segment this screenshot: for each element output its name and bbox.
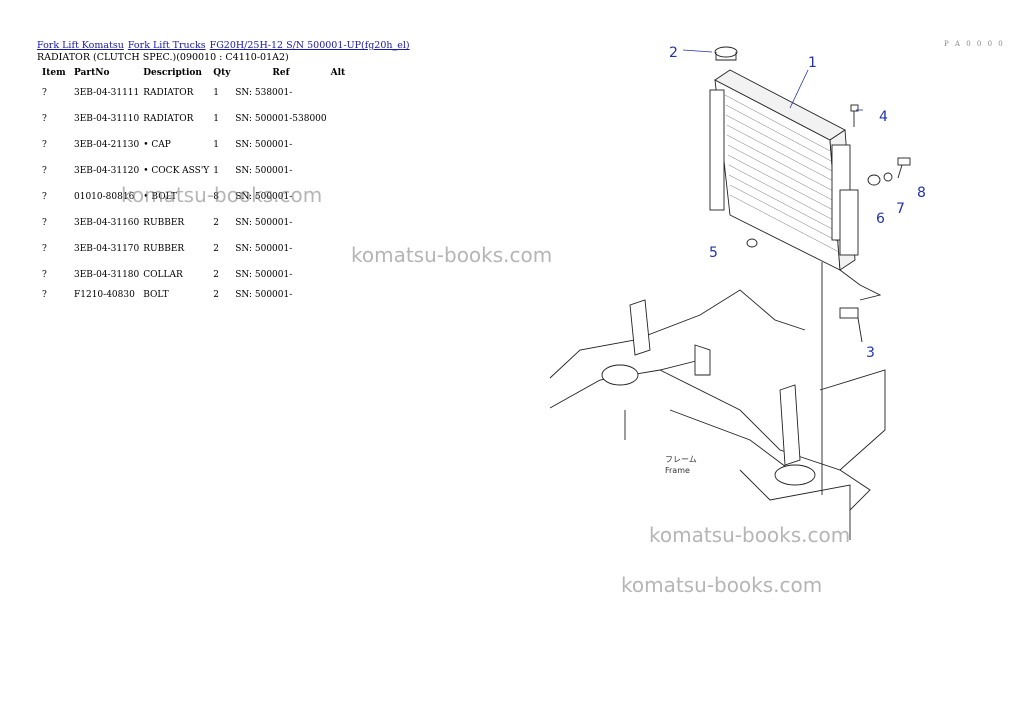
- cell-ref: SN: 500001-: [235, 270, 293, 280]
- cell-item: ?: [42, 270, 47, 280]
- cell-ref: SN: 500001-: [235, 218, 293, 228]
- callout-8: 8: [917, 185, 926, 201]
- cell-ref: SN: 500001-: [235, 244, 293, 254]
- table-row: ? 3EB-04-31111 RADIATOR 1 SN: 538001-: [37, 80, 347, 106]
- cell-qty: 1: [213, 140, 219, 150]
- parts-table: Item PartNo Description Qty Ref Alt ? 3E…: [37, 66, 347, 302]
- table-row: ? 3EB-04-21130 • CAP 1 SN: 500001-: [37, 132, 347, 158]
- parts-diagram: フレーム Frame 1 2 3 4 5 6 7 8: [549, 45, 926, 540]
- watermark: komatsu-books.com: [351, 243, 553, 267]
- cell-item: ?: [42, 166, 47, 176]
- cell-alt: [329, 106, 348, 132]
- page-subtitle: RADIATOR (CLUTCH SPEC.)(090010 : C4110-0…: [37, 52, 289, 63]
- table-row: ? 3EB-04-31170 RUBBER 2 SN: 500001-: [37, 236, 347, 262]
- cell-partno: 3EB-04-31180: [74, 270, 140, 280]
- cell-item: ?: [42, 244, 47, 254]
- cell-qty: 8: [213, 192, 219, 202]
- cell-alt: [329, 158, 348, 184]
- cap-drawing: [714, 46, 738, 61]
- cell-description: RUBBER: [143, 244, 185, 254]
- cell-qty: 1: [213, 166, 219, 176]
- callout-7: 7: [896, 201, 905, 217]
- cell-partno: 3EB-04-21130: [74, 140, 140, 150]
- watermark: komatsu-books.com: [621, 573, 823, 597]
- header-description: Description: [143, 68, 202, 78]
- cell-alt: [329, 210, 348, 236]
- cell-qty: 2: [213, 290, 219, 300]
- header-alt: Alt: [330, 68, 346, 78]
- cell-description: BOLT: [143, 290, 169, 300]
- cell-alt: [329, 132, 348, 158]
- table-row: ? 3EB-04-31110 RADIATOR 1 SN: 500001-538…: [37, 106, 347, 132]
- cell-qty: 2: [213, 218, 219, 228]
- watermark: komatsu-books.com: [649, 523, 851, 547]
- breadcrumb-link-model[interactable]: FG20H/25H-12 S/N 500001-UP(fg20h_el): [209, 40, 410, 51]
- cell-description: RUBBER: [143, 218, 185, 228]
- table-row: ? 01010-80816 • BOLT 8 SN: 500001-: [37, 184, 347, 210]
- header-qty: Qty: [213, 68, 231, 78]
- radiator-drawing: [709, 69, 859, 495]
- cell-alt: [329, 236, 348, 262]
- cell-item: ?: [42, 114, 47, 124]
- cell-ref: SN: 538001-: [235, 88, 293, 98]
- callout-6: 6: [876, 211, 885, 227]
- cell-partno: 3EB-04-31111: [74, 88, 140, 98]
- cell-alt: [329, 80, 348, 106]
- cell-qty: 1: [213, 114, 219, 124]
- table-row: ? 3EB-04-31160 RUBBER 2 SN: 500001-: [37, 210, 347, 236]
- cell-description: • COCK ASS'Y: [143, 166, 210, 176]
- callout-4: 4: [879, 109, 888, 125]
- cell-description: RADIATOR: [143, 88, 194, 98]
- cell-description: COLLAR: [143, 270, 183, 280]
- cell-item: ?: [42, 140, 47, 150]
- cell-alt: [329, 262, 348, 288]
- cell-ref: SN: 500001-: [235, 140, 293, 150]
- table-header-row: Item PartNo Description Qty Ref Alt: [37, 66, 347, 80]
- watermark: komatsu-books.com: [121, 183, 323, 207]
- cell-partno: 3EB-04-31160: [74, 218, 140, 228]
- callout-1: 1: [808, 55, 817, 71]
- breadcrumb-link-trucks[interactable]: Fork Lift Trucks: [127, 40, 206, 51]
- cell-ref: SN: 500001-538000: [235, 114, 327, 124]
- cell-qty: 2: [213, 270, 219, 280]
- cell-description: • CAP: [143, 140, 171, 150]
- cell-ref: SN: 500001-: [235, 192, 293, 202]
- cell-partno: 3EB-04-31120: [74, 166, 140, 176]
- table-row: ? F1210-40830 BOLT 2 SN: 500001-: [37, 288, 347, 302]
- cell-partno: 3EB-04-31170: [74, 244, 140, 254]
- frame-label-en: Frame: [665, 466, 690, 475]
- page-number: P A 0 0 0 0: [944, 40, 1005, 48]
- table-row: ? 3EB-04-31180 COLLAR 2 SN: 500001-: [37, 262, 347, 288]
- breadcrumb-link-komatsu[interactable]: Fork Lift Komatsu: [37, 40, 124, 51]
- header-ref: Ref: [272, 68, 290, 78]
- cell-partno: F1210-40830: [74, 290, 135, 300]
- cell-description: • BOLT: [143, 192, 177, 202]
- frame-drawing: [549, 269, 886, 540]
- cell-alt: [329, 184, 348, 210]
- cell-partno: 3EB-04-31110: [74, 114, 140, 124]
- callout-2: 2: [669, 45, 678, 61]
- cell-ref: SN: 500001-: [235, 290, 293, 300]
- cell-qty: 2: [213, 244, 219, 254]
- cell-item: ?: [42, 290, 47, 300]
- table-row: ? 3EB-04-31120 • COCK ASS'Y 1 SN: 500001…: [37, 158, 347, 184]
- cell-item: ?: [42, 192, 47, 202]
- header-partno: PartNo: [74, 68, 110, 78]
- header-item: Item: [42, 68, 66, 78]
- cell-qty: 1: [213, 88, 219, 98]
- callout-5: 5: [709, 245, 718, 261]
- bolt-drawings: [746, 104, 911, 343]
- cell-partno: 01010-80816: [74, 192, 135, 202]
- cell-alt: [329, 288, 348, 302]
- cell-description: RADIATOR: [143, 114, 194, 124]
- cell-item: ?: [42, 218, 47, 228]
- cell-ref: SN: 500001-: [235, 166, 293, 176]
- cell-item: ?: [42, 88, 47, 98]
- frame-label-jp: フレーム: [665, 455, 697, 464]
- callout-3: 3: [866, 345, 875, 361]
